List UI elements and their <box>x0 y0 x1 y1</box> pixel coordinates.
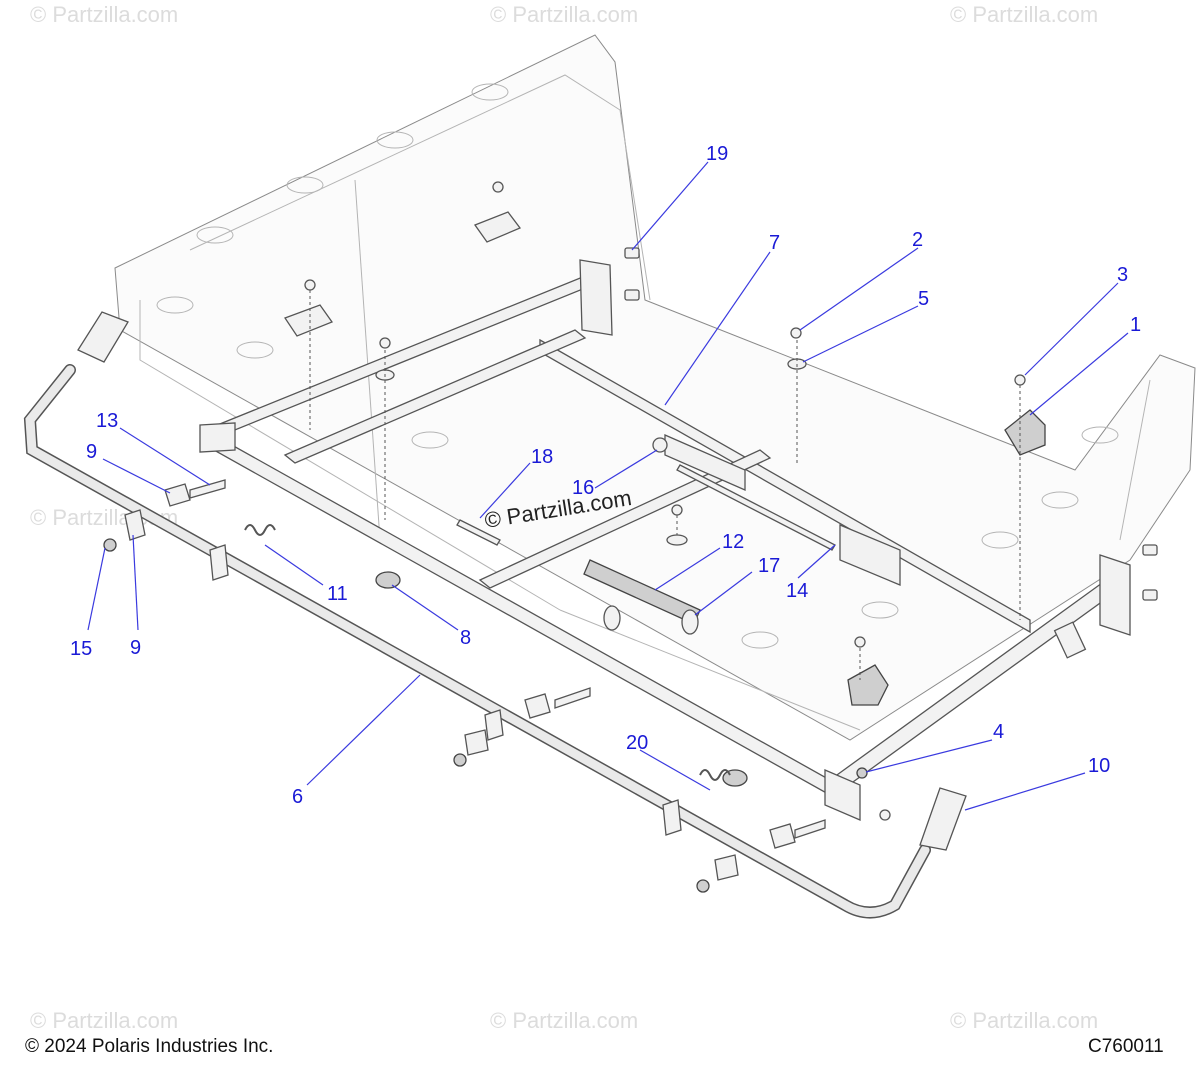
callout-5[interactable]: 5 <box>918 288 929 310</box>
callout-13[interactable]: 13 <box>96 410 118 432</box>
watermark: © Partzilla.com <box>490 1008 638 1033</box>
callout-6[interactable]: 6 <box>292 786 303 808</box>
callout-2[interactable]: 2 <box>912 229 923 251</box>
callout-7[interactable]: 7 <box>769 232 780 254</box>
watermark: © Partzilla.com <box>950 1008 1098 1033</box>
bracket-plate <box>473 211 522 243</box>
callout-9-lower[interactable]: 9 <box>130 637 141 659</box>
watermark: © Partzilla.com <box>30 2 178 27</box>
callout-20[interactable]: 20 <box>626 732 648 754</box>
tube-rail <box>23 311 967 919</box>
diagram-code: C760011 <box>1088 1036 1164 1057</box>
callout-1[interactable]: 1 <box>1130 314 1141 336</box>
callout-18[interactable]: 18 <box>531 446 553 468</box>
copyright-text: © 2024 Polaris Industries Inc. <box>25 1036 273 1057</box>
small-parts <box>284 181 1158 787</box>
end-cap <box>919 787 967 851</box>
callout-14[interactable]: 14 <box>786 580 808 602</box>
end-cap <box>77 311 129 363</box>
callout-12[interactable]: 12 <box>722 531 744 553</box>
callout-labels: 1 2 3 4 5 6 7 8 9 9 10 11 12 13 14 15 16… <box>70 143 1141 808</box>
callout-9-upper[interactable]: 9 <box>86 441 97 463</box>
tie-down-anchor <box>1004 409 1046 456</box>
watermark: © Partzilla.com <box>490 2 638 27</box>
callout-8[interactable]: 8 <box>460 627 471 649</box>
callout-16[interactable]: 16 <box>572 477 594 499</box>
callout-17[interactable]: 17 <box>758 555 780 577</box>
callout-3[interactable]: 3 <box>1117 264 1128 286</box>
tie-down-anchor <box>847 664 889 706</box>
callout-15[interactable]: 15 <box>70 638 92 660</box>
sub-frame <box>199 259 1131 821</box>
callout-4[interactable]: 4 <box>993 721 1004 743</box>
watermark: © Partzilla.com <box>30 1008 178 1033</box>
callout-11[interactable]: 11 <box>327 583 348 605</box>
leader-lines <box>87 161 1129 811</box>
callout-10[interactable]: 10 <box>1088 755 1110 777</box>
watermark: © Partzilla.com <box>950 2 1098 27</box>
callout-19[interactable]: 19 <box>706 143 728 165</box>
bracket-plate <box>284 304 334 337</box>
